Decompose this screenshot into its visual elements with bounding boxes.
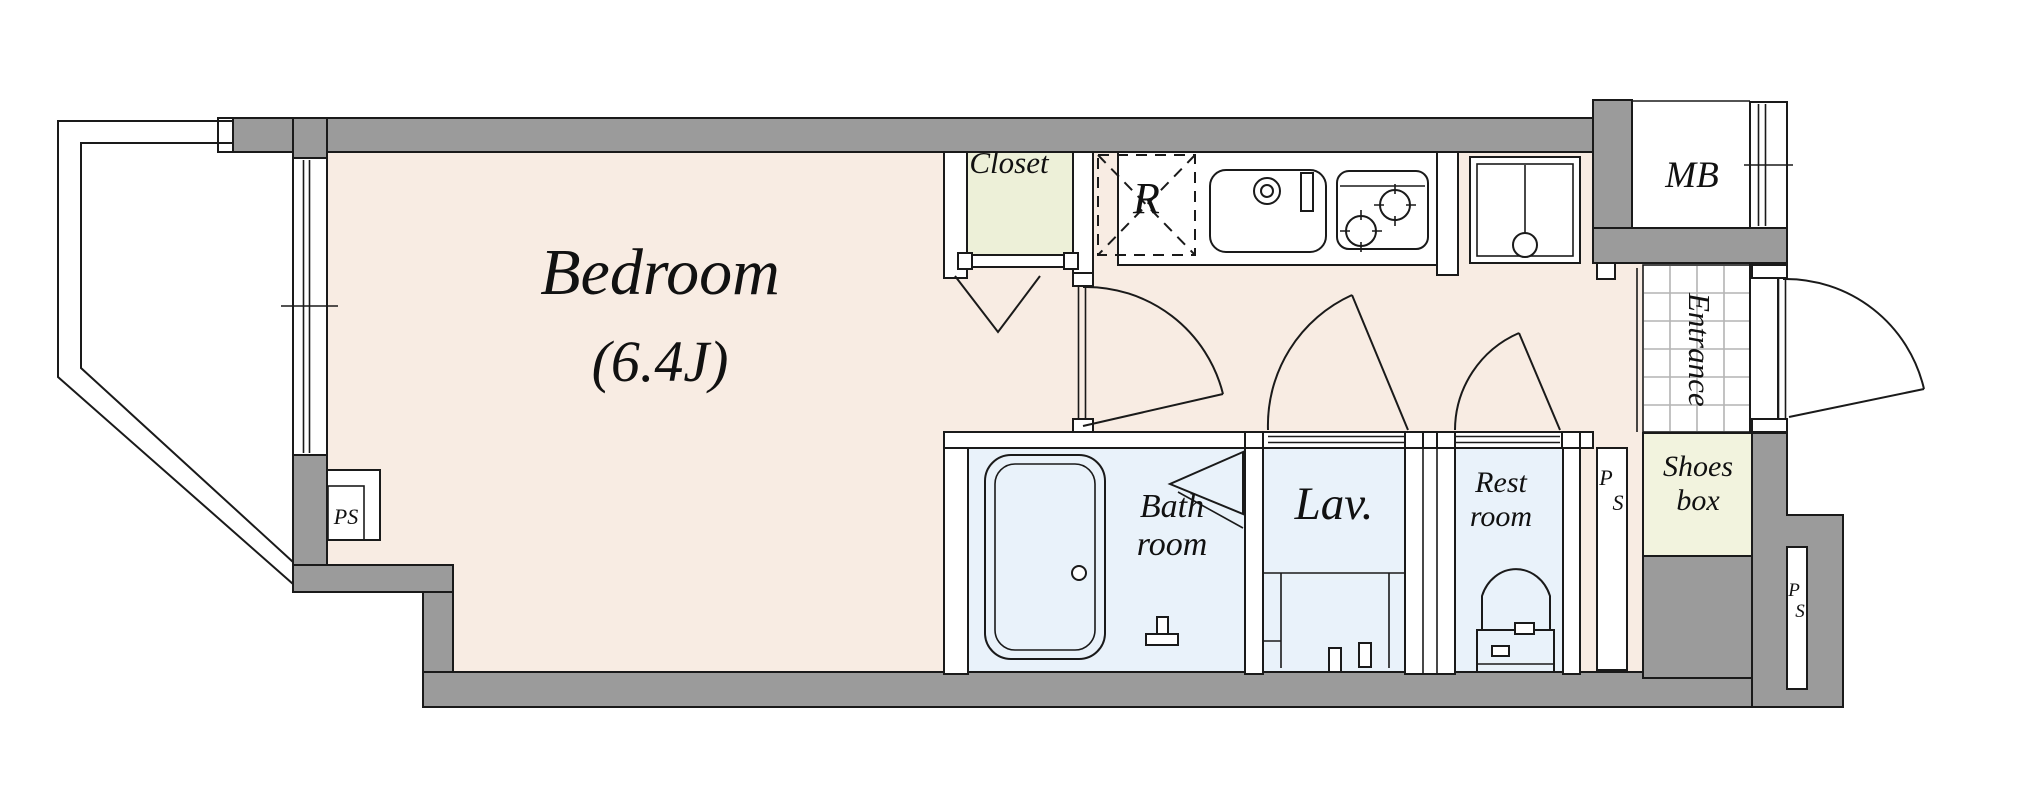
- bathroom-label-line1: Bath: [1139, 488, 1205, 525]
- pipe-space-hall-label-s: S: [1612, 489, 1624, 515]
- refrigerator-space-box: [1097, 154, 1196, 256]
- meter-box-window: [1632, 100, 1793, 229]
- entrance-tiles: [1642, 264, 1751, 433]
- shoes-box-label: Shoes box: [1644, 450, 1752, 517]
- bottom-wall: [422, 671, 1844, 708]
- wet-area-top-wall: [943, 431, 1594, 449]
- top-wall-end-cap: [217, 117, 234, 153]
- meter-box-bottom-wall: [1592, 227, 1788, 264]
- bedroom-floor: [327, 118, 1093, 675]
- bath-lav-wall: [1244, 447, 1264, 675]
- pipe-space-outside-label: P S: [1785, 580, 1809, 623]
- pipe-space-hall-label: P S: [1597, 465, 1627, 515]
- kitchen-door-post-top: [1072, 272, 1094, 287]
- lavatory-door: [1266, 294, 1409, 431]
- vanity-counter: [1263, 572, 1405, 673]
- pipe-space-outside-shaft: [1786, 546, 1808, 690]
- restroom-label-line1: Rest: [1475, 466, 1527, 499]
- pipe-space-hall-label-p: P: [1599, 465, 1613, 490]
- entrance-label: Entrance: [1682, 293, 1717, 407]
- pipe-space-outside-label-s: S: [1795, 601, 1805, 623]
- refrigerator-label: R: [1133, 174, 1160, 223]
- bedroom-label: Bedroom: [540, 236, 780, 309]
- closet-label: Closet: [969, 145, 1049, 180]
- restroom-label-line2: room: [1469, 499, 1533, 533]
- shoes-box-under-wall: [1642, 555, 1753, 679]
- pipe-space-hall-shaft: [1596, 447, 1628, 671]
- restroom-door: [1454, 332, 1561, 431]
- front-door-post-top: [1751, 264, 1788, 279]
- bedroom-size-label: (6.4J): [591, 329, 729, 394]
- pipe-space-bedroom-shaft: [326, 469, 381, 541]
- shoes-box-label-line2: box: [1676, 483, 1720, 517]
- bathtub: [984, 454, 1106, 660]
- lav-rest-wall: [1404, 447, 1456, 675]
- toilet: [1476, 568, 1555, 673]
- pipe-space-bedroom-label: PS: [333, 504, 359, 529]
- shoes-box-label-line1: Shoes: [1663, 450, 1733, 483]
- balcony: [57, 120, 294, 585]
- kitchen-door: [1077, 285, 1224, 427]
- bathroom-left-wall: [943, 447, 969, 675]
- bathroom-label: Bath room: [1104, 488, 1240, 564]
- washing-machine-pan: [1469, 156, 1581, 264]
- bathroom-door: [1167, 450, 1244, 529]
- top-wall: [232, 117, 1594, 153]
- front-door-post-bottom: [1751, 418, 1788, 433]
- front-door: [1777, 277, 1925, 418]
- restroom-right-wall: [1562, 447, 1581, 675]
- front-door-bay: [1749, 264, 1779, 434]
- walls: [232, 99, 1844, 708]
- restroom-label: Rest room: [1440, 466, 1562, 533]
- meter-box-label: MB: [1665, 155, 1719, 196]
- stove: [1336, 170, 1429, 252]
- doors-and-balcony: [57, 120, 1925, 585]
- bathroom-label-line2: room: [1136, 526, 1208, 564]
- kitchen-sink: [1209, 169, 1327, 253]
- left-wall-upper: [292, 117, 328, 159]
- pipe-space-outside-label-p: P: [1788, 580, 1800, 601]
- bottom-left-wall: [292, 564, 454, 593]
- closet-rail: [957, 252, 1079, 270]
- fixtures: [984, 169, 1555, 673]
- closet-door: [954, 275, 1041, 334]
- kitchen-counter-stub: [1436, 151, 1459, 276]
- bottom-step-wall: [422, 591, 454, 676]
- hall-wall-stub: [1596, 262, 1616, 280]
- bath-faucet: [1145, 616, 1179, 646]
- lavatory-label: Lav.: [1294, 478, 1374, 530]
- bedroom-window: [281, 157, 338, 456]
